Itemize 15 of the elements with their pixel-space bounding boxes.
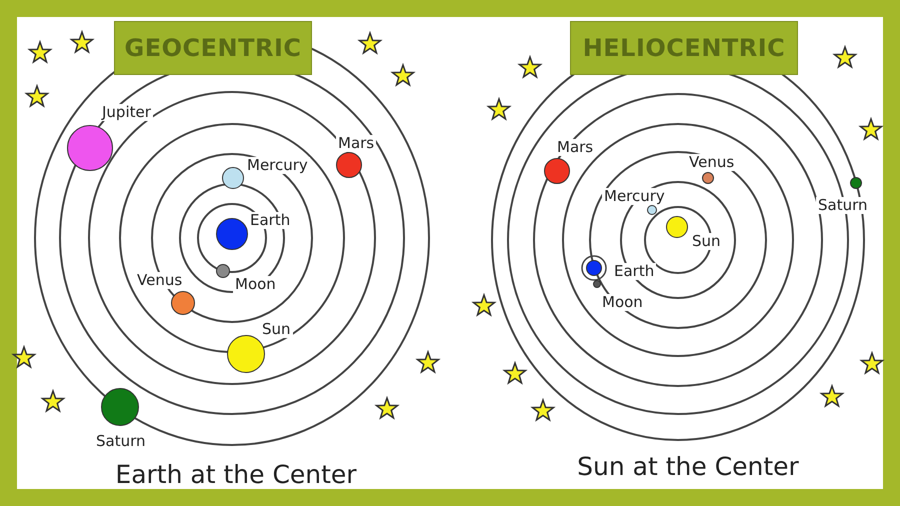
caption: Sun at the Center: [577, 454, 799, 479]
planet-label: Venus: [687, 154, 736, 171]
title-banner: [114, 21, 312, 75]
planet-label: Mars: [555, 139, 596, 156]
title-banner: [570, 21, 798, 75]
planet-label: Earth: [612, 263, 656, 280]
planet-label: Venus: [135, 272, 184, 289]
planet-label: Mercury: [245, 157, 310, 174]
title-text: GEOCENTRIC: [124, 34, 302, 62]
planet-label: Sun: [260, 321, 293, 338]
title-text: HELIOCENTRIC: [582, 34, 786, 62]
planet-label: Mars: [336, 135, 376, 152]
planet-label: Jupiter: [100, 104, 153, 121]
planet-label: Mercury: [602, 188, 667, 205]
caption: Earth at the Center: [115, 462, 357, 487]
